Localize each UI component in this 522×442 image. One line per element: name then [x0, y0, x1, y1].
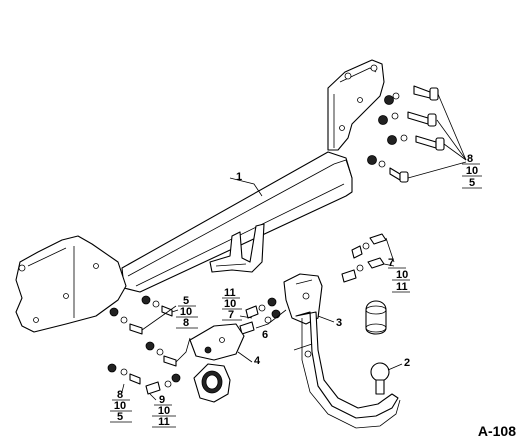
set-label: 7	[388, 257, 394, 269]
callout-6: 6	[255, 309, 287, 341]
callout-crossbar: 1	[229, 171, 263, 197]
set-label: 11	[158, 416, 170, 428]
set-label: 10	[224, 298, 236, 310]
electrical-socket	[193, 363, 231, 403]
set-label: 11	[224, 287, 236, 299]
left-mid-bolts	[109, 295, 179, 335]
set-label: 10	[114, 400, 126, 412]
towball: 2	[370, 357, 410, 395]
set-label: 8	[117, 389, 123, 401]
socket-plate: 4	[189, 323, 261, 367]
lower-left-bolts	[107, 337, 191, 401]
set-label: 10	[158, 405, 170, 417]
callout-4-label: 4	[254, 355, 261, 367]
fastener-set-right-mid: 7 10 11	[388, 257, 410, 293]
set-label: 7	[228, 309, 234, 321]
right-mid-bolts	[341, 233, 395, 283]
callout-1-label: 1	[236, 171, 242, 183]
set-label: 8	[183, 317, 189, 329]
ball-cap	[365, 300, 387, 335]
center-bolts	[239, 297, 281, 335]
crossbar-assembly	[15, 59, 385, 333]
fastener-set-left-mid: 5 10 8	[176, 295, 198, 329]
ball-holder: 3	[283, 273, 342, 329]
set-label: 9	[159, 394, 165, 406]
fastener-set-bottom-left: 8 10 5	[110, 389, 132, 423]
callout-6-label: 6	[262, 329, 268, 341]
set-label: 10	[396, 269, 408, 281]
fastener-set-top-right: 8 10 5	[462, 153, 482, 189]
towball-neck	[293, 311, 401, 429]
fastener-set-center: 11 10 7	[222, 287, 242, 321]
set-label: 5	[469, 177, 475, 189]
set-label: 10	[180, 306, 192, 318]
callout-3-label: 3	[336, 317, 342, 329]
fastener-set-bottom-center: 9 10 11	[152, 394, 176, 428]
set-label: 8	[467, 153, 473, 165]
set-label: 11	[396, 281, 408, 293]
top-right-bolts	[367, 85, 467, 183]
set-label: 10	[466, 165, 478, 177]
callout-2-label: 2	[404, 357, 410, 369]
set-label: 5	[183, 295, 189, 307]
set-label: 5	[117, 411, 123, 423]
drawing-code: A-108	[478, 423, 516, 439]
